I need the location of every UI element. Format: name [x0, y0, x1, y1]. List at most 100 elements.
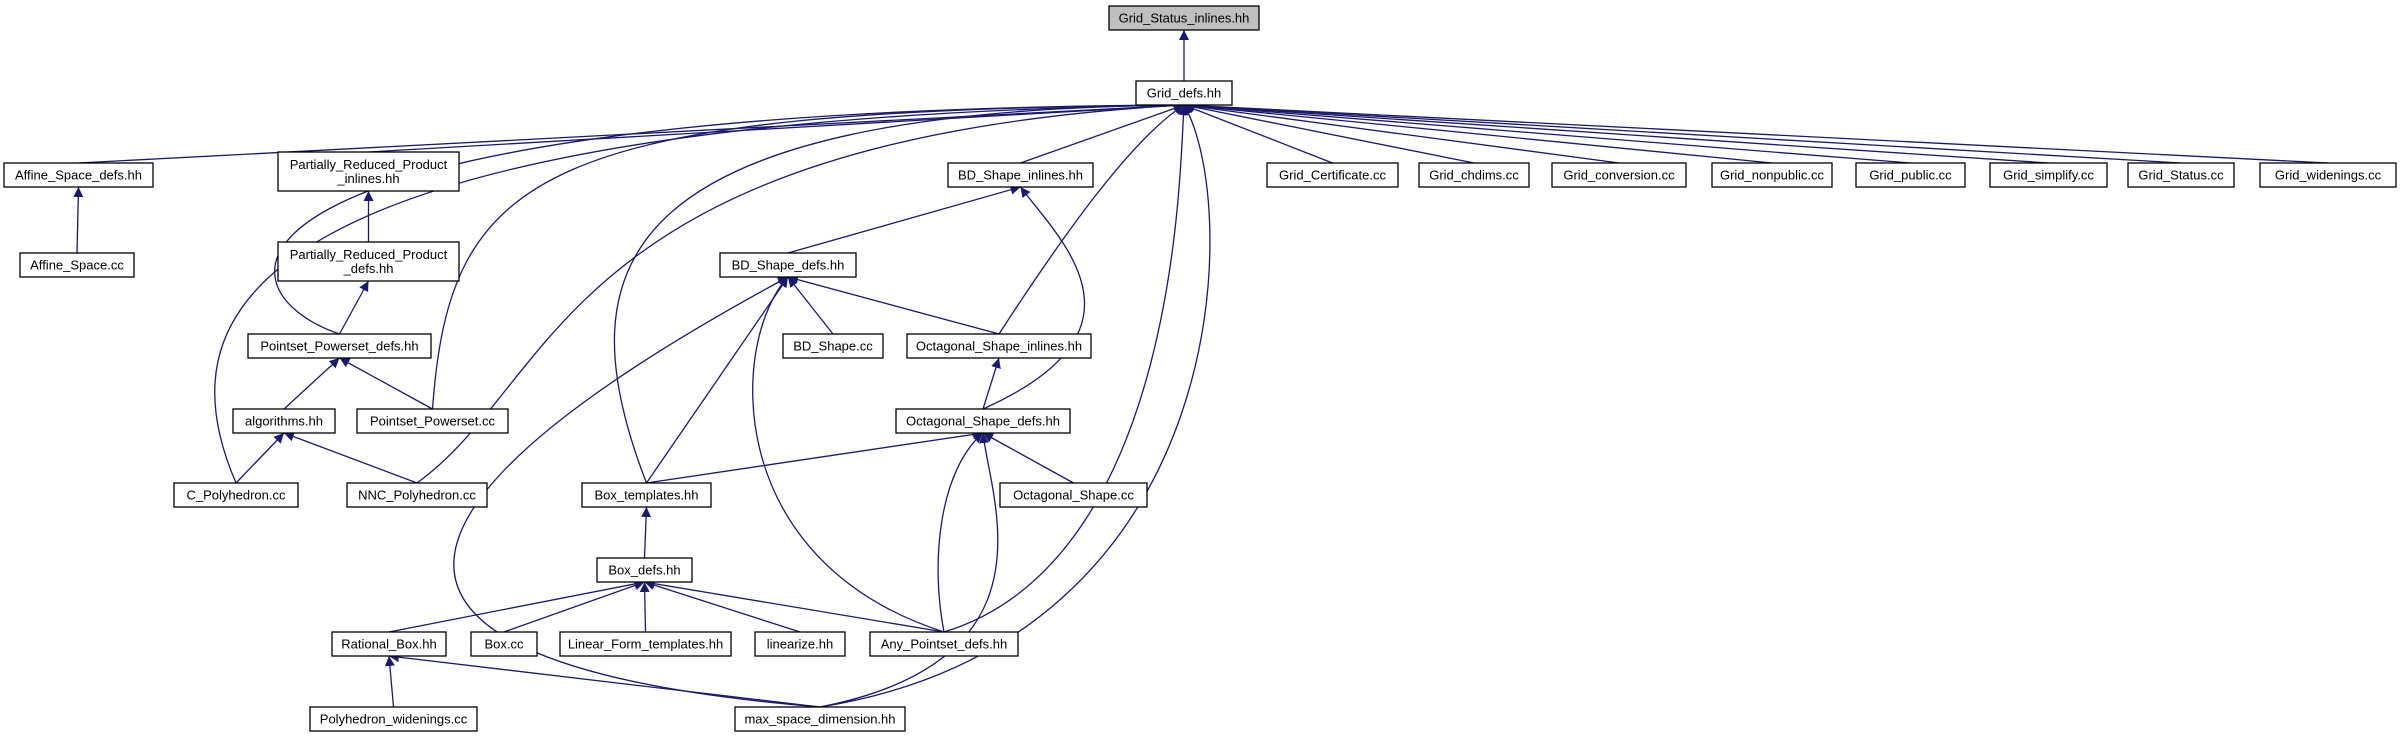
- edge-affine_cc-to-affine_defs: [73, 186, 84, 254]
- node-label: Grid_conversion.cc: [1563, 168, 1675, 183]
- node-label: Octagonal_Shape_inlines.hh: [916, 339, 1082, 354]
- node-grid-cert[interactable]: Grid_Certificate.cc: [1266, 162, 1399, 188]
- edge-oct_inlines-to-grid_defs: [998, 104, 1185, 335]
- nodes-layer: Grid_Status_inlines.hhGrid_defs.hhAffine…: [3, 5, 2397, 732]
- node-label: Pointset_Powerset.cc: [370, 414, 496, 429]
- node-oct-defs[interactable]: Octagonal_Shape_defs.hh: [895, 408, 1071, 434]
- node-box: [173, 482, 299, 508]
- edge-box_defs-to-box_templates: [641, 506, 652, 559]
- node-algorithms[interactable]: algorithms.hh: [232, 408, 336, 434]
- node-max-space[interactable]: max_space_dimension.hh: [734, 706, 906, 732]
- node-box: [999, 482, 1148, 508]
- node-label: Partially_Reduced_Product: [290, 157, 448, 172]
- node-bds-inlines[interactable]: BD_Shape_inlines.hh: [947, 162, 1094, 188]
- node-box: [3, 162, 154, 188]
- node-oct-inlines[interactable]: Octagonal_Shape_inlines.hh: [906, 333, 1092, 359]
- edge-oct_cc-to-oct_defs: [982, 432, 1074, 484]
- node-label: Affine_Space_defs.hh: [15, 168, 142, 183]
- node-lf-templates[interactable]: Linear_Form_templates.hh: [559, 631, 732, 657]
- edge-grid_chdims-to-grid_defs: [1183, 102, 1475, 164]
- node-grid-simplify[interactable]: Grid_simplify.cc: [1989, 162, 2108, 188]
- node-bds-cc[interactable]: BD_Shape.cc: [782, 333, 884, 359]
- edge-max_space-to-rational_box: [388, 652, 821, 708]
- node-label: BD_Shape_defs.hh: [732, 258, 845, 273]
- node-box: [782, 333, 884, 359]
- node-box-templates[interactable]: Box_templates.hh: [581, 482, 712, 508]
- node-box: [906, 333, 1092, 359]
- node-label: Grid_simplify.cc: [2003, 168, 2094, 183]
- node-grid-nonpub[interactable]: Grid_nonpublic.cc: [1711, 162, 1833, 188]
- node-box: [596, 557, 693, 583]
- node-affine-defs[interactable]: Affine_Space_defs.hh: [3, 162, 154, 188]
- node-label: _inlines.hh: [336, 171, 399, 186]
- edge-poly_widen-to-rational_box: [384, 655, 395, 708]
- node-box: [331, 631, 447, 657]
- edge-any_pp_defs-to-grid_defs: [943, 104, 1189, 633]
- node-pp-defs[interactable]: Pointset_Powerset_defs.hh: [247, 333, 432, 359]
- edge-grid_status-to-grid_defs: [1183, 100, 2182, 164]
- node-rational-box[interactable]: Rational_Box.hh: [331, 631, 447, 657]
- node-label: Box_templates.hh: [594, 488, 698, 503]
- node-label: Partially_Reduced_Product: [290, 247, 448, 262]
- node-box: [2259, 162, 2397, 188]
- node-box: [581, 482, 712, 508]
- node-oct-cc[interactable]: Octagonal_Shape.cc: [999, 482, 1148, 508]
- edge-max_space-to-oct_defs: [819, 432, 999, 708]
- node-poly-widen[interactable]: Polyhedron_widenings.cc: [309, 706, 478, 732]
- node-box: [947, 162, 1094, 188]
- edge-grid_conv-to-grid_defs: [1183, 101, 1620, 164]
- edge-rational_box-to-box_defs: [388, 579, 645, 633]
- node-box: [1989, 162, 2108, 188]
- node-label: Box_defs.hh: [608, 563, 680, 578]
- node-label: Pointset_Powerset_defs.hh: [260, 339, 418, 354]
- node-prp-defs[interactable]: Partially_Reduced_Product_defs.hh: [277, 241, 460, 282]
- node-any-pp-defs[interactable]: Any_Pointset_defs.hh: [869, 631, 1019, 657]
- node-grid-conv[interactable]: Grid_conversion.cc: [1551, 162, 1687, 188]
- edges-layer: [73, 30, 2329, 708]
- node-box: [1855, 162, 1966, 188]
- node-c-poly[interactable]: C_Polyhedron.cc: [173, 482, 299, 508]
- node-box-defs[interactable]: Box_defs.hh: [596, 557, 693, 583]
- node-box: [869, 631, 1019, 657]
- edge-any_pp_defs-to-bds_defs: [752, 276, 945, 633]
- edge-prp_inlines-to-grid_defs: [368, 100, 1185, 153]
- node-label: Grid_nonpublic.cc: [1720, 168, 1825, 183]
- edge-box_cc-to-box_defs: [503, 580, 645, 633]
- node-label: Octagonal_Shape.cc: [1013, 488, 1134, 503]
- edge-grid_nonpub-to-grid_defs: [1183, 101, 1773, 164]
- node-prp-inlines[interactable]: Partially_Reduced_Product_inlines.hh: [277, 151, 460, 192]
- edge-pp_cc-to-grid_defs: [431, 100, 1185, 410]
- node-label: BD_Shape_inlines.hh: [958, 168, 1083, 183]
- node-pp-cc[interactable]: Pointset_Powerset.cc: [356, 408, 509, 434]
- edge-grid_widen-to-grid_defs: [1183, 100, 2329, 164]
- node-label: Linear_Form_templates.hh: [568, 637, 723, 652]
- node-linearize[interactable]: linearize.hh: [754, 631, 846, 657]
- node-box: [1551, 162, 1687, 188]
- node-box: [346, 482, 488, 508]
- node-grid-widen[interactable]: Grid_widenings.cc: [2259, 162, 2397, 188]
- node-box: [277, 151, 460, 192]
- node-label: Grid_Status.cc: [2138, 168, 2224, 183]
- node-label: NNC_Polyhedron.cc: [358, 488, 476, 503]
- node-box: [470, 631, 538, 657]
- node-label: Grid_Certificate.cc: [1279, 168, 1386, 183]
- node-bds-defs[interactable]: BD_Shape_defs.hh: [719, 252, 857, 278]
- node-box: [734, 706, 906, 732]
- node-grid-chdims[interactable]: Grid_chdims.cc: [1418, 162, 1530, 188]
- edge-grid_cert-to-grid_defs: [1183, 103, 1333, 164]
- edge-nnc_poly-to-algorithms: [283, 431, 418, 484]
- node-grid-defs[interactable]: Grid_defs.hh: [1135, 80, 1233, 106]
- node-box: [1135, 80, 1233, 106]
- node-grid-status[interactable]: Grid_Status.cc: [2127, 162, 2235, 188]
- edge-box_templates-to-oct_defs: [646, 429, 984, 484]
- edge-algorithms-to-pp_defs: [283, 357, 340, 410]
- node-label: max_space_dimension.hh: [744, 712, 895, 727]
- node-nnc-poly[interactable]: NNC_Polyhedron.cc: [346, 482, 488, 508]
- node-affine-cc[interactable]: Affine_Space.cc: [19, 252, 135, 278]
- edge-pp_defs-to-prp_defs: [338, 280, 370, 335]
- edge-grid_public-to-grid_defs: [1183, 100, 1911, 164]
- node-box-cc[interactable]: Box.cc: [470, 631, 538, 657]
- node-grid-public[interactable]: Grid_public.cc: [1855, 162, 1966, 188]
